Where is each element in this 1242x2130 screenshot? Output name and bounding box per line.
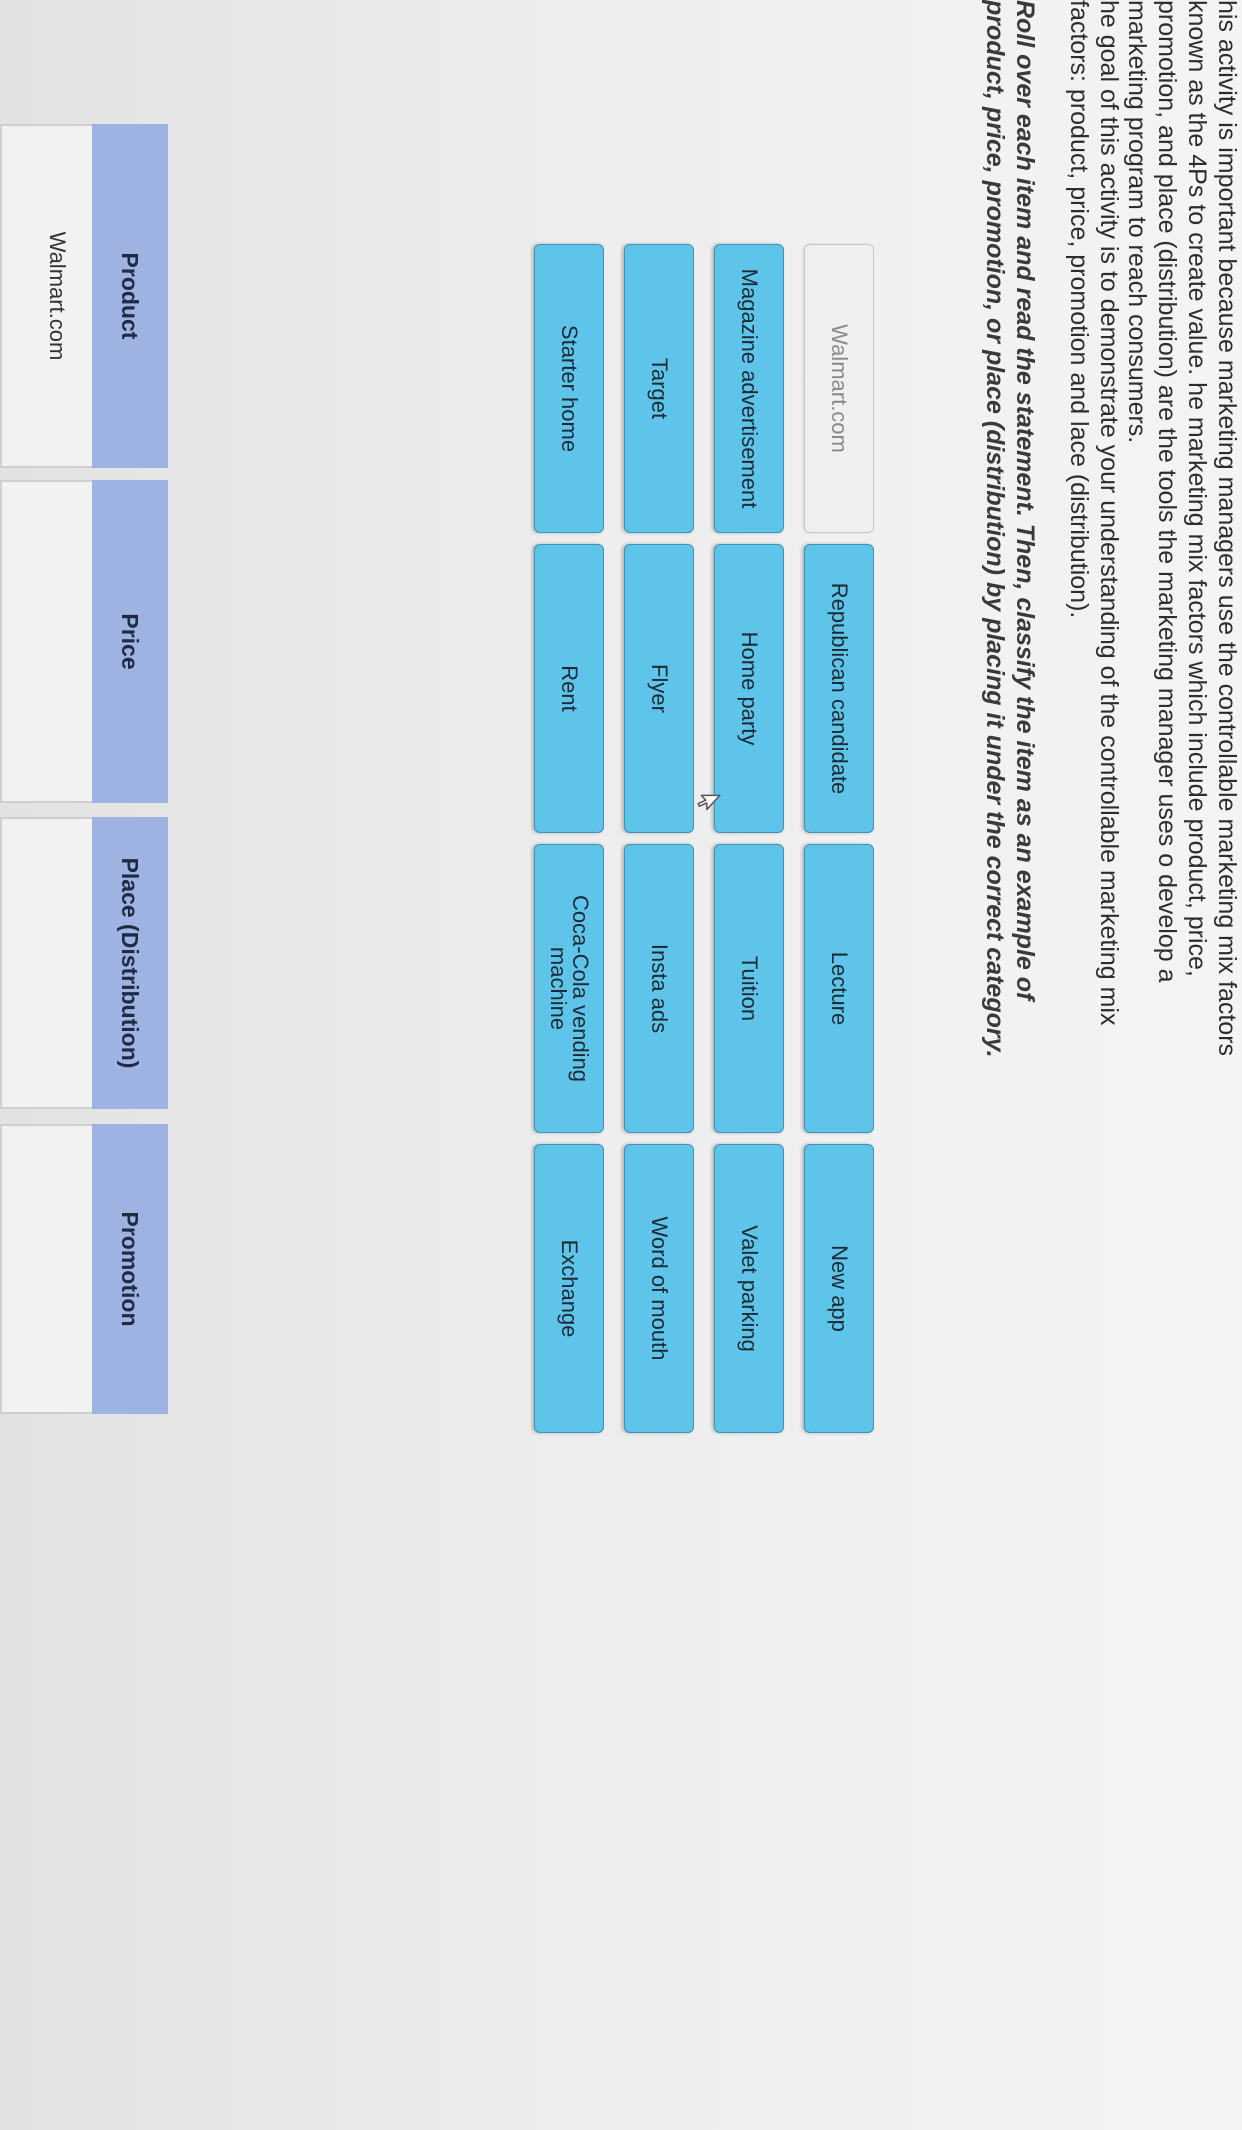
item-chip-new-app[interactable]: New app <box>804 1144 874 1433</box>
item-chip-valet-parking[interactable]: Valet parking <box>714 1144 784 1433</box>
item-chip-magazine-advertisement[interactable]: Magazine advertisement <box>714 244 784 533</box>
category-header-product: Product <box>92 124 168 468</box>
mouse-pointer-icon <box>697 794 721 811</box>
item-chip-exchange[interactable]: Exchange <box>534 1144 604 1433</box>
item-chip-rent[interactable]: Rent <box>534 544 604 833</box>
category-header-promotion: Promotion <box>92 1124 168 1414</box>
category-header-place: Place (Distribution) <box>92 817 168 1109</box>
intro-paragraph-purpose: his activity is important because market… <box>1123 0 1241 1057</box>
item-chip-coca-cola-vending-machine[interactable]: Coca-Cola vending machine <box>534 844 604 1133</box>
category-header-price: Price <box>92 480 168 803</box>
item-chip-target[interactable]: Target <box>624 244 694 533</box>
drop-zone-promotion[interactable] <box>0 1124 92 1414</box>
item-chip-tuition[interactable]: Tuition <box>714 844 784 1133</box>
drop-zone-product[interactable]: Walmart.com <box>0 124 92 468</box>
item-chip-lecture[interactable]: Lecture <box>804 844 874 1133</box>
item-chip-home-party[interactable]: Home party <box>714 544 784 833</box>
drop-zone-place[interactable] <box>0 817 92 1109</box>
item-chip-flyer[interactable]: Flyer <box>624 544 694 833</box>
item-chip-word-of-mouth[interactable]: Word of mouth <box>624 1144 694 1433</box>
item-chip-republican-candidate[interactable]: Republican candidate <box>804 544 874 833</box>
item-chip-starter-home[interactable]: Starter home <box>534 244 604 533</box>
placed-item-walmart[interactable]: Walmart.com <box>45 231 70 361</box>
item-chip-insta-ads[interactable]: Insta ads <box>624 844 694 1133</box>
instructions-paragraph: Roll over each item and read the stateme… <box>981 0 1039 1058</box>
item-chip-walmart[interactable]: Walmart.com <box>804 244 874 533</box>
drop-zone-price[interactable] <box>0 480 92 803</box>
intro-paragraph-goal: he goal of this activity is to demonstra… <box>1065 0 1123 1026</box>
